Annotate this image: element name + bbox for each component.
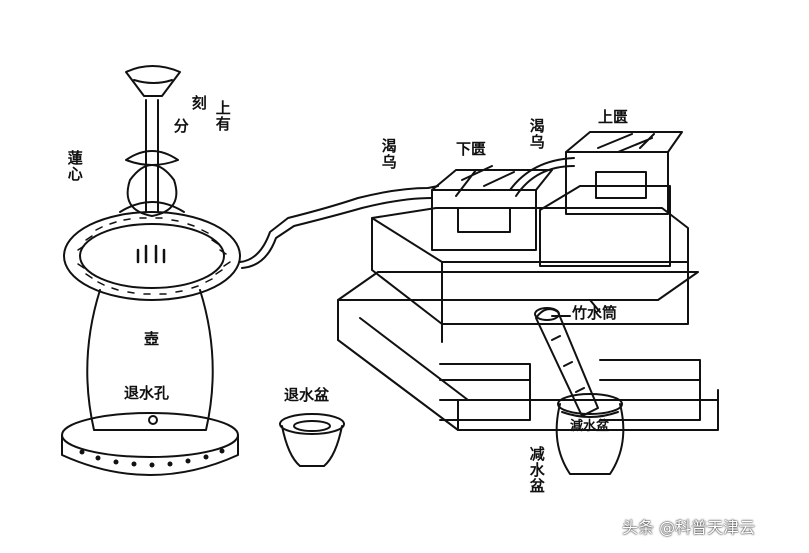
label-fen: 分	[171, 118, 190, 134]
reduction-jar	[555, 393, 625, 475]
label-ke-wu-left: 渴乌	[379, 138, 398, 170]
siphon-pipe	[239, 185, 439, 263]
label-shang-you: 上有	[213, 100, 232, 132]
tiered-platform	[337, 131, 719, 431]
overflow-basin	[279, 413, 345, 467]
label-ke-wu-right: 渴乌	[527, 118, 546, 150]
lotus-clepsydra	[61, 65, 241, 476]
label-ke: 刻	[189, 95, 208, 111]
label-tui-shui-pen: 退水盆	[284, 386, 330, 404]
label-zhu-shui-tong: 竹水筒	[572, 304, 618, 322]
jar-inscription: 減水盆	[570, 419, 610, 434]
label-shang-gui: 上匮	[598, 108, 629, 126]
label-hu: 壺	[144, 330, 160, 348]
label-tui-shui-kong: 退水孔	[124, 384, 170, 402]
label-lian-xin: 蓮心	[65, 150, 84, 182]
label-jian-shui-pen: 减水盆	[527, 446, 546, 494]
label-xia-gui: 下匮	[456, 140, 487, 158]
watermark: 头条 @科普天津云	[622, 518, 756, 537]
